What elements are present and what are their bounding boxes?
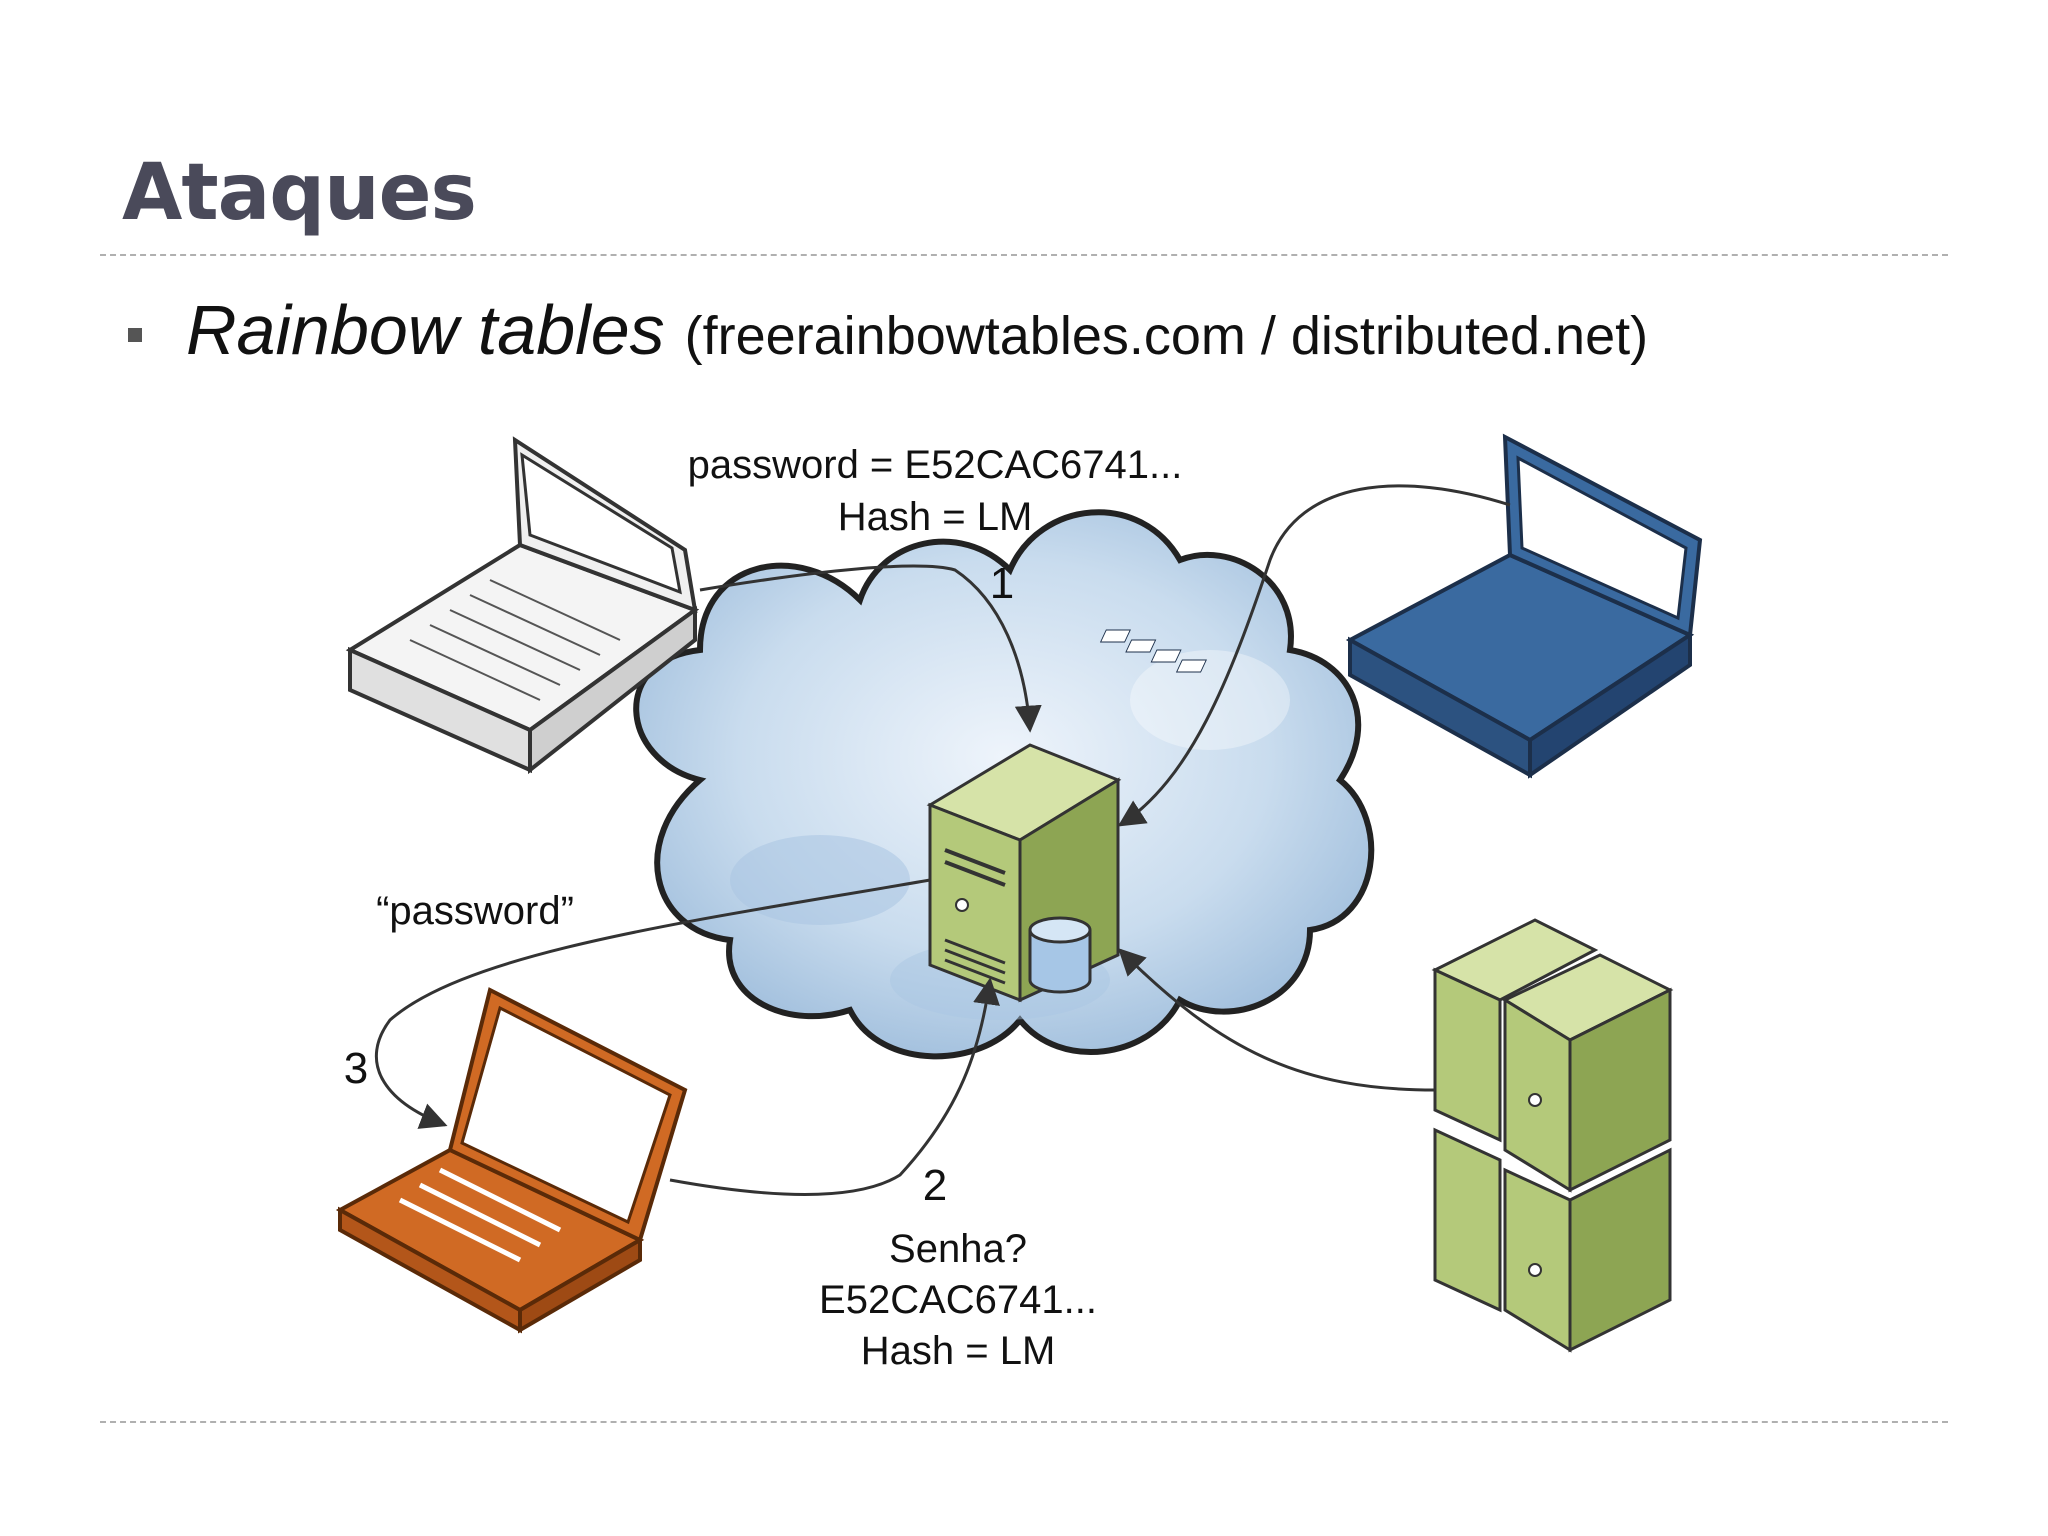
step1-line2: Hash = LM: [838, 495, 1033, 539]
orange-laptop-icon: [335, 987, 688, 1334]
arrow-blue-laptop-to-server: [1117, 484, 1511, 827]
white-laptop-icon: [345, 436, 700, 775]
step3-label: “password”: [376, 889, 574, 933]
title-divider: [100, 254, 1948, 256]
blue-laptop-icon: [1099, 433, 1703, 779]
step1-line1: password = E52CAC6741...: [688, 443, 1183, 487]
server-cluster-icon: [1431, 918, 1674, 1353]
database-icon: [1028, 916, 1092, 994]
bullet-detail: (freerainbowtables.com / distributed.net…: [684, 306, 1649, 366]
bullet-emphasis: Rainbow tables: [186, 291, 665, 369]
step2-number: 2: [923, 1161, 947, 1210]
step3-number: 3: [344, 1044, 368, 1093]
bullet-item: Rainbow tables (freerainbowtables.com / …: [128, 290, 1648, 370]
footer-divider: [100, 1421, 1948, 1423]
rainbow-table-diagram: password = E52CAC6741... Hash = LM 1 2 S…: [335, 433, 1703, 1373]
step1-number: 1: [990, 559, 1014, 608]
slide-title: Ataques: [122, 148, 477, 238]
square-bullet-icon: [128, 328, 142, 342]
arrow-cluster-to-server: [1118, 948, 1436, 1092]
arrow-step1: [699, 564, 1042, 733]
server-rack-back-bottom: [1433, 1127, 1502, 1313]
arrow-step3: [374, 878, 931, 1129]
server-rack-front-top: [1501, 953, 1674, 1193]
arrow-step2: [669, 977, 1000, 1196]
step2-line2: E52CAC6741...: [819, 1278, 1097, 1322]
server-rack-front-bottom: [1503, 1147, 1672, 1353]
server-rack-back-top: [1431, 918, 1599, 1143]
step2-line1: Senha?: [889, 1227, 1027, 1271]
step2-line3: Hash = LM: [861, 1329, 1056, 1373]
